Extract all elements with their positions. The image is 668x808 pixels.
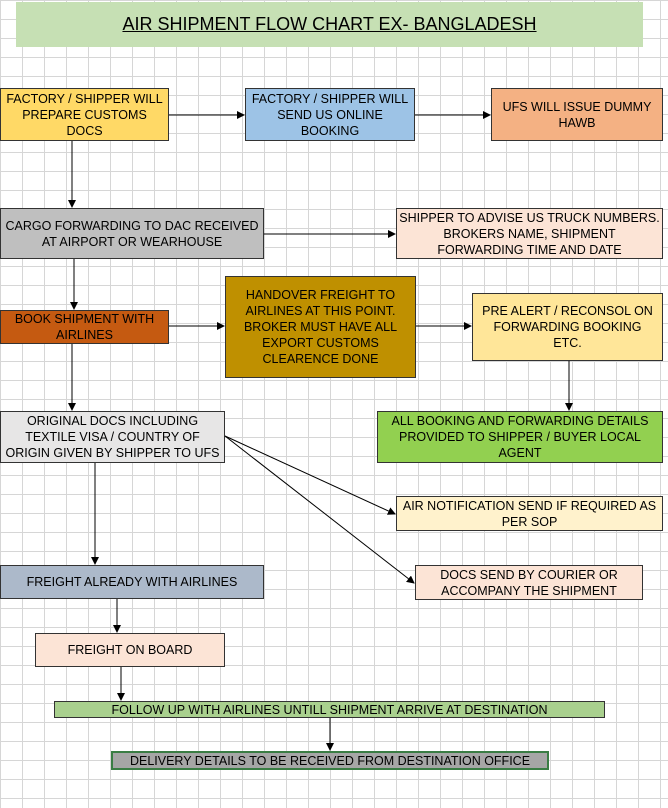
node-delivery-details: DELIVERY DETAILS TO BE RECEIVED FROM DES…	[111, 751, 549, 770]
node-factory-prepare: FACTORY / SHIPPER WILL PREPARE CUSTOMS D…	[0, 88, 169, 141]
chart-title: AIR SHIPMENT FLOW CHART EX- BANGLADESH	[16, 2, 643, 47]
node-follow-up: FOLLOW UP WITH AIRLINES UNTILL SHIPMENT …	[54, 701, 605, 718]
node-freight-with-airlines: FREIGHT ALREADY WITH AIRLINES	[0, 565, 264, 599]
node-docs-courier: DOCS SEND BY COURIER OR ACCOMPANY THE SH…	[415, 565, 643, 600]
arrow-docs-to-courier	[224, 435, 415, 584]
node-book-shipment: BOOK SHIPMENT WITH AIRLINES	[0, 310, 169, 344]
node-booking-details: ALL BOOKING AND FORWARDING DETAILS PROVI…	[377, 411, 663, 463]
node-dummy-hawb: UFS WILL ISSUE DUMMY HAWB	[491, 88, 663, 141]
node-shipper-advise: SHIPPER TO ADVISE US TRUCK NUMBERS. BROK…	[396, 208, 663, 259]
node-original-docs: ORIGINAL DOCS INCLUDING TEXTILE VISA / C…	[0, 411, 225, 463]
node-pre-alert: PRE ALERT / RECONSOL ON FORWARDING BOOKI…	[472, 293, 663, 361]
node-cargo-forwarding: CARGO FORWARDING TO DAC RECEIVED AT AIRP…	[0, 208, 264, 259]
node-freight-on-board: FREIGHT ON BOARD	[35, 633, 225, 667]
node-online-booking: FACTORY / SHIPPER WILL SEND US ONLINE BO…	[245, 88, 415, 141]
node-handover-freight: HANDOVER FREIGHT TO AIRLINES AT THIS POI…	[225, 276, 416, 378]
arrow-docs-to-notification	[224, 435, 396, 515]
node-air-notification: AIR NOTIFICATION SEND IF REQUIRED AS PER…	[396, 496, 663, 531]
